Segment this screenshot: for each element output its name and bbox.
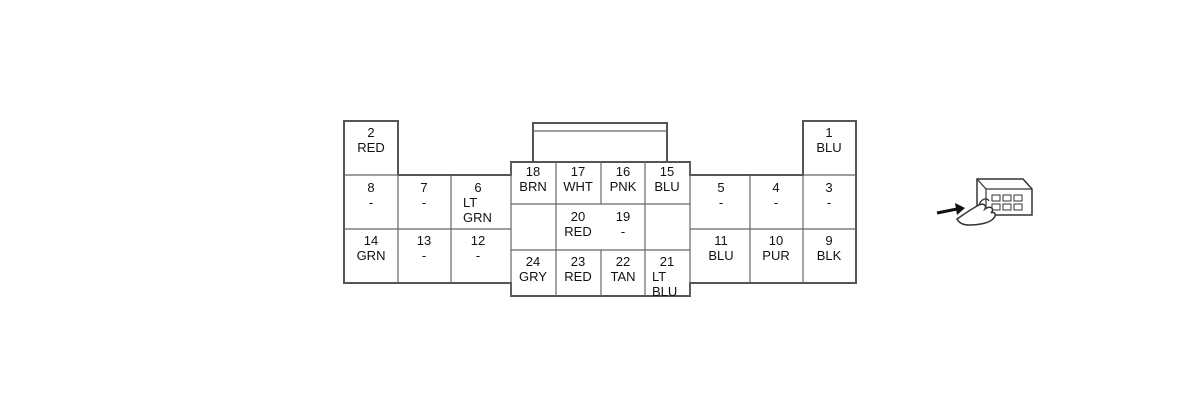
pin-13: 13- <box>417 233 431 263</box>
pin-8: 8- <box>367 180 374 210</box>
pin-number: 11 <box>714 233 728 248</box>
pin-wire-color: RED <box>564 224 591 239</box>
pin-5: 5- <box>717 180 724 210</box>
pin-12: 12- <box>471 233 485 263</box>
pin-number: 15 <box>660 164 674 179</box>
pin-number: 9 <box>825 233 832 248</box>
pin-number: 7 <box>420 180 427 195</box>
pin-number: 4 <box>772 180 779 195</box>
pin-wire-color: - <box>827 195 831 210</box>
pin-4: 4- <box>772 180 779 210</box>
housing-outline <box>343 120 857 297</box>
pin-number: 14 <box>364 233 378 248</box>
pin-number: 18 <box>526 164 540 179</box>
pin-wire-color: - <box>422 248 426 263</box>
pin-wire-color: GRY <box>519 269 547 284</box>
pin-number: 16 <box>616 164 630 179</box>
pin-7: 7- <box>420 180 427 210</box>
pin-wire-color: BLK <box>817 248 842 263</box>
pin-3: 3- <box>825 180 832 210</box>
pin-wire-color: GRN <box>463 210 492 225</box>
pin-number: 24 <box>526 254 540 269</box>
pin-wire-color: BLU <box>654 179 679 194</box>
pin-number: 5 <box>717 180 724 195</box>
pin-wire-color: GRN <box>357 248 386 263</box>
pin-number: 19 <box>616 209 630 224</box>
pin-wire-color: LT <box>652 269 666 284</box>
pin-wire-color: BLU <box>816 140 841 155</box>
pin-wire-color: - <box>476 248 480 263</box>
pin-wire-color: - <box>422 195 426 210</box>
hand-pushing-connector-icon <box>936 178 1033 226</box>
pin-wire-color: - <box>774 195 778 210</box>
pin-number: 21 <box>660 254 674 269</box>
pin-number: 12 <box>471 233 485 248</box>
pin-number: 23 <box>571 254 585 269</box>
pin-number: 22 <box>616 254 630 269</box>
pin-wire-color: BLU <box>708 248 733 263</box>
pin-wire-color: - <box>621 224 625 239</box>
pin-number: 10 <box>769 233 783 248</box>
pin-wire-color: WHT <box>563 179 593 194</box>
pin-wire-color: LT <box>463 195 477 210</box>
pin-wire-color: TAN <box>610 269 635 284</box>
pin-wire-color: BLU <box>652 284 677 299</box>
pin-number: 3 <box>825 180 832 195</box>
pin-19: 19- <box>616 209 630 239</box>
pin-wire-color: PNK <box>610 179 637 194</box>
pin-number: 8 <box>367 180 374 195</box>
pin-wire-color: RED <box>564 269 591 284</box>
pin-number: 13 <box>417 233 431 248</box>
connector-body <box>343 120 857 297</box>
pin-wire-color: - <box>369 195 373 210</box>
pin-wire-color: - <box>719 195 723 210</box>
pin-number: 20 <box>571 209 585 224</box>
pin-wire-color: PUR <box>762 248 789 263</box>
pin-number: 17 <box>571 164 585 179</box>
lock-tab <box>532 122 668 162</box>
pin-wire-color: BRN <box>519 179 546 194</box>
pin-wire-color: RED <box>357 140 384 155</box>
pin-number: 1 <box>825 125 832 140</box>
pin-number: 2 <box>367 125 374 140</box>
pin-number: 6 <box>474 180 481 195</box>
